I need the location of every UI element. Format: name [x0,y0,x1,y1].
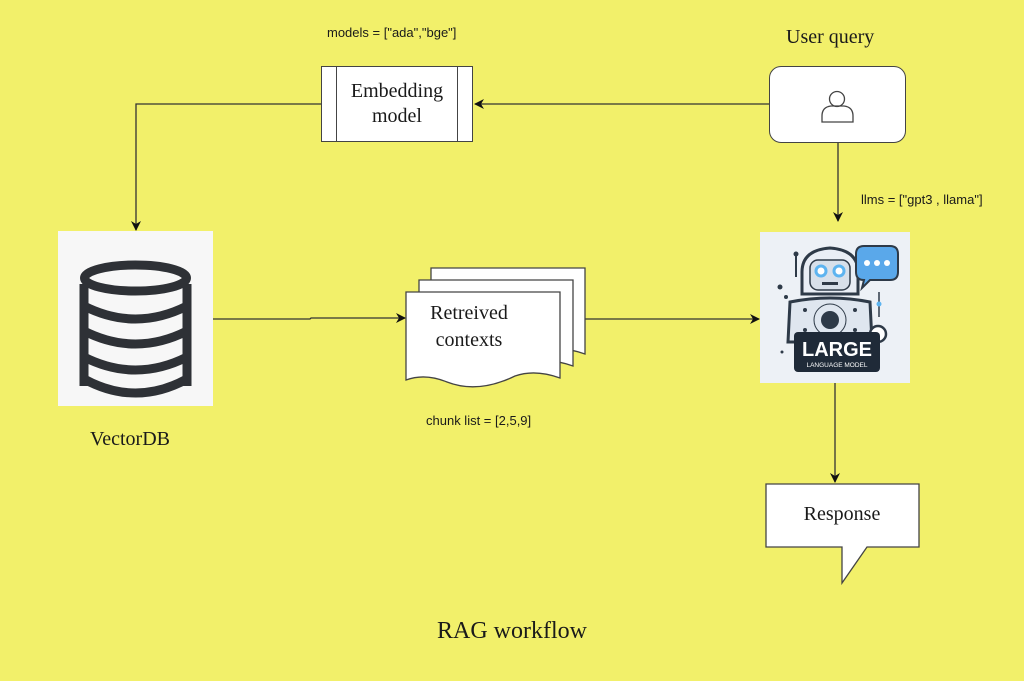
chunk-list-annotation: chunk list = [2,5,9] [426,413,532,428]
edge-embedding-to-vectordb [131,103,321,231]
vectordb-node[interactable] [58,231,213,406]
vectordb-label: VectorDB [90,428,170,450]
llm-badge-small: LANGUAGE MODEL [806,362,867,369]
llms-annotation: llms = ["gpt3 , llama"] [861,192,983,207]
document-page-front [405,291,561,388]
process-bar-right [457,67,472,141]
llm-badge-big: LARGE [802,339,872,361]
edge-vectordb-to-retrieved [213,313,406,323]
retrieved-label-line1: Retreived [430,302,508,324]
models-annotation: models = ["ada","bge"] [327,25,457,40]
response-label: Response [803,503,881,525]
user-query-node[interactable] [769,66,906,143]
diagram-title: RAG workflow [437,618,587,644]
process-bar-left [322,67,337,141]
retrieved-label-line2: contexts [435,329,503,351]
retrieved-contexts-shape[interactable] [405,267,586,388]
retrieved-contexts-label: Retreived contexts [404,300,534,354]
user-query-label: User query [786,26,875,48]
llm-node[interactable]: LARGE LANGUAGE MODEL [760,232,910,383]
robot-icon: LARGE LANGUAGE MODEL [777,245,899,372]
embedding-label-line2: model [372,105,422,127]
embedding-model-node[interactable]: Embedding model [321,66,473,142]
user-icon [820,90,854,123]
database-icon [79,260,192,398]
embedding-label-line1: Embedding [350,80,444,102]
response-bubble-shape[interactable] [765,483,920,586]
